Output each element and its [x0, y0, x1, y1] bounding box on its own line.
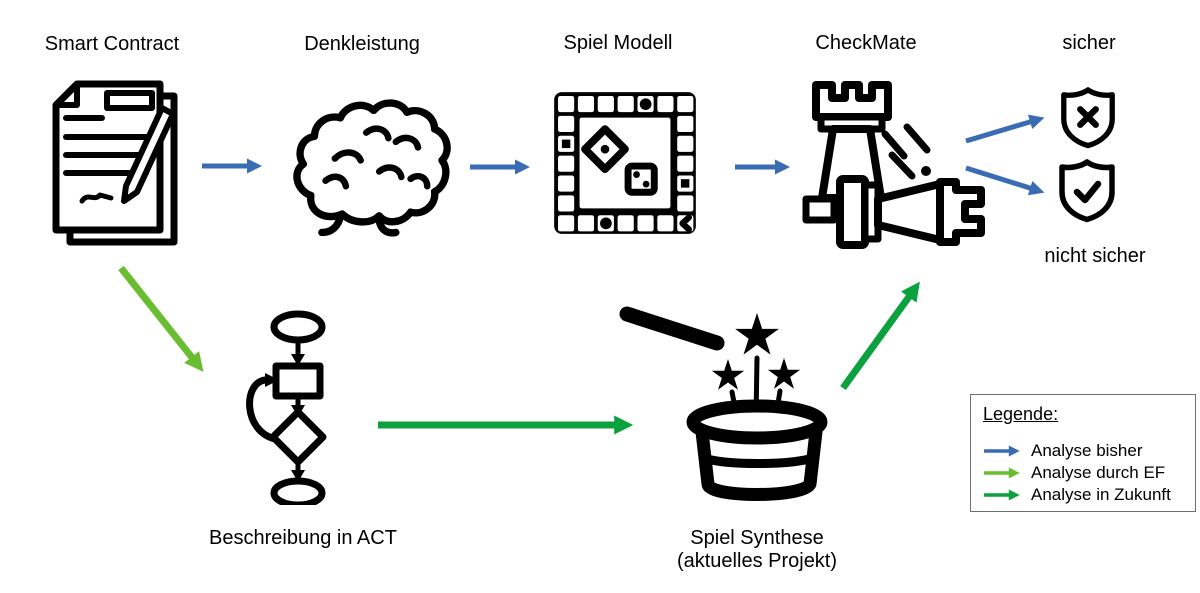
brain-outline	[293, 99, 451, 226]
spiel-modell-label: Spiel Modell	[563, 32, 673, 54]
legend-item-analyse-durch-ef: Analyse durch EF	[983, 462, 1183, 484]
text-lines	[63, 115, 149, 176]
shield-x-icon	[1059, 87, 1117, 149]
arrow-contract-to-act	[118, 265, 204, 372]
magic-hat-icon	[618, 306, 833, 511]
star-top	[735, 313, 779, 355]
board-game-icon	[548, 86, 702, 240]
legend-item-analyse-bisher: Analyse bisher	[983, 440, 1183, 462]
nicht-sicher-label: nicht sicher	[1044, 245, 1146, 267]
brain-folds	[322, 125, 431, 190]
checkmate-label: CheckMate	[815, 32, 917, 54]
check-glyph	[1073, 180, 1102, 204]
legend-blue-arrow-icon	[984, 445, 1020, 457]
magic-wand	[619, 306, 725, 351]
flow-start-ellipse	[270, 310, 326, 344]
impact-lines	[881, 123, 931, 180]
fallen-piece-body	[874, 180, 944, 244]
legend-box: Legende: Analyse bisher Analyse durch EF…	[970, 394, 1196, 512]
flow-arrow-1-head	[291, 354, 305, 366]
beschreibung-act-label: Beschreibung in ACT	[209, 527, 397, 549]
shield-check-icon	[1058, 159, 1116, 223]
shield-outline	[1059, 159, 1115, 223]
arrow-checkmate-to-shield-x	[965, 114, 1045, 144]
signature-squiggle	[79, 192, 114, 204]
brain-stems	[318, 212, 400, 237]
arrow-synthese-to-checkmate	[840, 281, 920, 391]
flowchart-icon	[235, 310, 331, 505]
tile-chevron	[679, 214, 692, 233]
arrow-checkmate-to-shield-check	[965, 165, 1045, 196]
flow-loop-head	[265, 373, 279, 387]
fallen-piece-base	[836, 175, 869, 249]
legend-label: Analyse bisher	[1031, 441, 1143, 460]
contract-document-icon	[50, 80, 182, 250]
x-glyph	[1077, 106, 1099, 128]
spiel-synthese-line1: Spiel Synthese	[690, 527, 824, 549]
legend-label: Analyse in Zukunft	[1031, 485, 1171, 504]
impact-dot	[921, 166, 931, 176]
title-box	[104, 90, 155, 111]
legend-label: Analyse durch EF	[1031, 463, 1166, 482]
die	[624, 162, 658, 196]
rook-base	[802, 195, 838, 224]
legend-light-green-arrow-icon	[984, 467, 1020, 479]
die-dot-2	[642, 180, 650, 188]
smart-contract-label: Smart Contract	[44, 33, 180, 55]
legend-dark-green-arrow-icon	[984, 489, 1020, 501]
legend-item-analyse-in-zukunft: Analyse in Zukunft	[983, 484, 1183, 506]
tile-dot-top	[639, 98, 652, 111]
chess-checkmate-icon	[788, 72, 988, 257]
board-diamond	[581, 125, 629, 174]
tile-square-right	[680, 179, 690, 188]
tile-dot-bottom	[600, 217, 612, 230]
pen	[121, 105, 176, 204]
hat-band	[702, 454, 814, 468]
flow-loop-arc	[246, 376, 279, 443]
brain-icon	[281, 92, 457, 238]
spiel-synthese-label: Spiel Synthese (aktuelles Projekt)	[677, 527, 837, 573]
denkleistung-label: Denkleistung	[304, 33, 420, 55]
flow-end-ellipse	[270, 477, 326, 505]
flow-decision-diamond	[269, 408, 327, 466]
die-dot-1	[633, 171, 640, 178]
sicher-label: sicher	[1062, 32, 1116, 54]
page-fold	[53, 81, 80, 108]
legend-title: Legende:	[983, 404, 1059, 424]
flow-arrow-3-head	[291, 470, 305, 482]
star-right	[767, 358, 801, 389]
fallen-piece-crown	[936, 178, 985, 246]
diamond-dot	[600, 144, 610, 154]
flow-process-box	[272, 362, 324, 400]
spiel-synthese-line2: (aktuelles Projekt)	[676, 550, 838, 572]
board-field	[579, 117, 671, 209]
star-left	[711, 359, 745, 390]
hat-brim	[686, 399, 828, 445]
rook-crown	[812, 81, 892, 121]
tile-square-left	[561, 139, 571, 149]
